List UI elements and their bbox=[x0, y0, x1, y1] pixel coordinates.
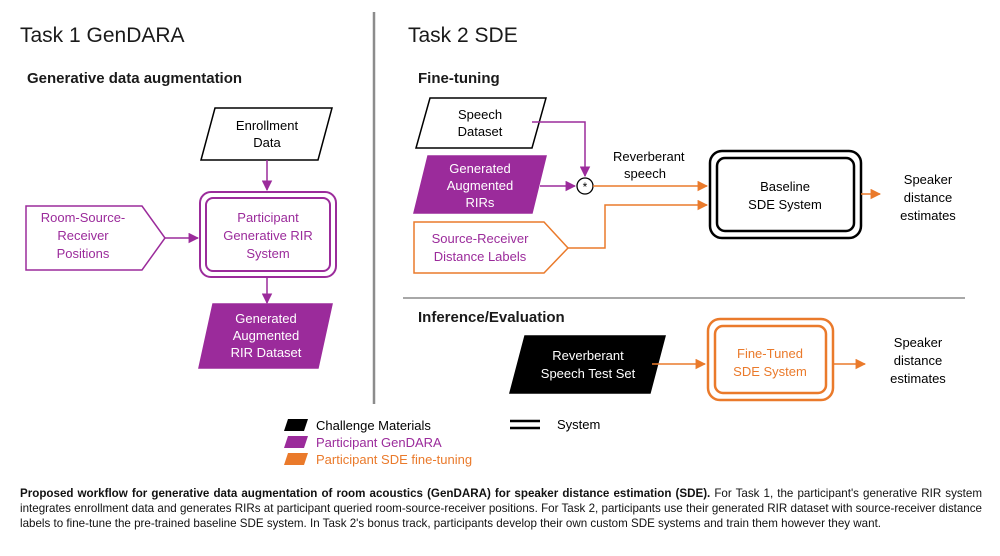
estimates2-line1: Speaker bbox=[894, 335, 943, 350]
legend-gendara-label: Participant GenDARA bbox=[316, 435, 442, 450]
rir-dataset-line1: Generated bbox=[235, 311, 296, 326]
caption-rest: For Task 1, the participant's generative… bbox=[20, 487, 982, 530]
baseline-sde-line1: Baseline bbox=[760, 179, 810, 194]
legend-sde-swatch bbox=[284, 453, 308, 465]
finetuned-sde-inner bbox=[713, 324, 828, 395]
inference-label: Inference/Evaluation bbox=[418, 309, 565, 326]
caption-bold: Proposed workflow for generative data au… bbox=[20, 487, 711, 500]
generated-rirs-line2: Augmented bbox=[447, 178, 514, 193]
distance-labels-shape bbox=[413, 221, 570, 274]
legend-system-label: System bbox=[557, 417, 600, 432]
legend-sde-label: Participant SDE fine-tuning bbox=[316, 452, 472, 467]
room-source-receiver-shape bbox=[25, 205, 166, 271]
reverberant-speech-line2: speech bbox=[624, 166, 666, 181]
finetuning-label: Fine-tuning bbox=[418, 70, 500, 87]
rir-dataset-line3: RIR Dataset bbox=[231, 345, 302, 360]
distance-labels-line2: Distance Labels bbox=[434, 249, 527, 264]
task2-title: Task 2 SDE bbox=[408, 24, 518, 47]
room-source-receiver-line1: Room-Source- bbox=[41, 210, 126, 225]
enrollment-data-line1: Enrollment bbox=[236, 118, 299, 133]
generated-rirs-line3: RIRs bbox=[466, 195, 495, 210]
test-set-line1: Reverberant bbox=[552, 348, 624, 363]
reverberant-speech-line1: Reverberant bbox=[613, 149, 685, 164]
task1-title: Task 1 GenDARA bbox=[20, 24, 185, 47]
legend-challenge-swatch bbox=[284, 419, 308, 431]
rir-dataset-line2: Augmented bbox=[233, 328, 300, 343]
speech-dataset-line2: Dataset bbox=[458, 124, 503, 139]
baseline-sde-inner bbox=[715, 156, 856, 233]
generated-rirs-line1: Generated bbox=[449, 161, 510, 176]
legend-challenge-label: Challenge Materials bbox=[316, 418, 431, 433]
estimates1-line3: estimates bbox=[900, 208, 956, 223]
finetuned-sde-line1: Fine-Tuned bbox=[737, 346, 803, 361]
speech-dataset-shape bbox=[415, 97, 547, 149]
rir-dataset-shape bbox=[198, 303, 333, 369]
generative-rir-system-line2: Generative RIR bbox=[223, 228, 313, 243]
estimates1-line1: Speaker bbox=[904, 172, 953, 187]
enrollment-data-line2: Data bbox=[253, 135, 281, 150]
arrow-speech-to-convolve bbox=[532, 121, 591, 178]
estimates2-line2: distance bbox=[894, 353, 942, 368]
baseline-sde-line2: SDE System bbox=[748, 197, 822, 212]
legend-gendara-swatch bbox=[284, 436, 308, 448]
workflow-diagram: Task 1 GenDARA Generative data augmentat… bbox=[20, 12, 965, 467]
room-source-receiver-line3: Positions bbox=[57, 246, 110, 261]
estimates2-line3: estimates bbox=[890, 371, 946, 386]
generative-rir-system-line1: Participant bbox=[237, 210, 299, 225]
test-set-shape bbox=[509, 335, 666, 394]
arrow-labels-to-baseline bbox=[568, 199, 709, 249]
figure-caption: Proposed workflow for generative data au… bbox=[20, 486, 982, 531]
speech-dataset-line1: Speech bbox=[458, 107, 502, 122]
generated-rirs-shape bbox=[413, 155, 547, 214]
generative-rir-system-inner bbox=[205, 197, 331, 272]
task1-subtitle: Generative data augmentation bbox=[27, 70, 242, 87]
estimates1-line2: distance bbox=[904, 190, 952, 205]
distance-labels-line1: Source-Receiver bbox=[432, 231, 529, 246]
test-set-line2: Speech Test Set bbox=[541, 366, 636, 381]
convolution-symbol: * bbox=[583, 180, 588, 194]
room-source-receiver-line2: Receiver bbox=[57, 228, 109, 243]
enrollment-data-shape bbox=[200, 107, 333, 161]
generative-rir-system-line3: System bbox=[246, 246, 289, 261]
finetuned-sde-line2: SDE System bbox=[733, 364, 807, 379]
